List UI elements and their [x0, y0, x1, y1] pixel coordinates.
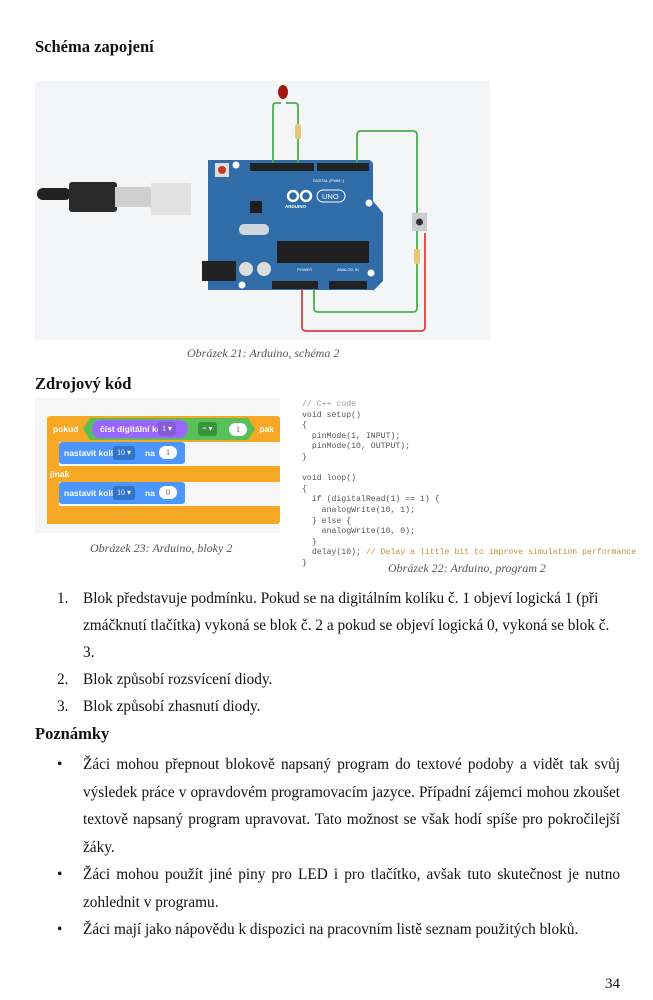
heading-source-code: Zdrojový kód: [35, 374, 132, 393]
to-label: na: [145, 488, 155, 498]
figure-caption-schema: Obrázek 21: Arduino, schéma 2: [187, 346, 340, 360]
step-item: 2. Blok způsobí rozsvícení diody.: [40, 666, 620, 693]
compare-value-input[interactable]: 1: [229, 423, 247, 436]
step-text: Blok způsobí zhasnutí diody.: [83, 698, 261, 715]
heading-schema: Schéma zapojení: [35, 37, 154, 56]
figure-caption-program: Obrázek 22: Arduino, program 2: [388, 561, 546, 575]
arduino-logo-icon: [286, 189, 346, 203]
step-item: 3. Blok způsobí zhasnutí diody.: [40, 693, 620, 720]
else-label: jinak: [50, 469, 70, 479]
code-line: }: [302, 452, 307, 462]
to-label: na: [145, 448, 155, 458]
step-number: 1.: [57, 590, 69, 607]
code-line: }: [302, 558, 307, 568]
red-wire: [301, 233, 426, 332]
steps-list: 1. Blok představuje podmínku. Pokud se na…: [40, 585, 620, 720]
code-delay-call: delay(10);: [302, 548, 366, 558]
code-line: pinMode(10, OUTPUT);: [302, 442, 411, 452]
then-label: pak: [259, 424, 274, 434]
set-value-input-2[interactable]: 0: [159, 486, 177, 499]
code-line: // C++ code: [302, 400, 357, 409]
code-line: analogWrite(10, 0);: [302, 527, 416, 537]
note-item: • Žáci mají jako nápovědu k dispozici na …: [40, 916, 620, 944]
set-pin-dropdown-2[interactable]: 10 ▾: [113, 486, 136, 500]
code-line: {: [302, 484, 307, 494]
code-line: } else {: [302, 516, 352, 526]
if-label: pokud: [53, 424, 79, 434]
power-label: POWER: [297, 267, 312, 272]
step-item: 1. Blok představuje podmínku. Pokud se na…: [40, 585, 620, 666]
code-line: if (digitalRead(1) == 1) {: [302, 495, 440, 505]
code-line: analogWrite(10, 1);: [302, 505, 416, 515]
note-text: Žáci mají jako nápovědu k dispozici na p…: [83, 921, 579, 938]
note-text: Žáci mohou přepnout blokově napsaný prog…: [83, 756, 620, 856]
code-line: pinMode(1, INPUT);: [302, 431, 401, 441]
pushbutton-icon: [412, 213, 427, 231]
arduino-brand-label: ARDUINO: [285, 204, 306, 209]
set-label: nastavit kolík: [64, 488, 118, 498]
if-block-footer: [47, 506, 280, 524]
note-text: Žáci mohou použít jiné piny pro LED i pr…: [83, 866, 620, 911]
code-line: ​: [302, 464, 632, 475]
note-item: • Žáci mohou použít jiné piny pro LED i p…: [40, 861, 620, 916]
uno-label: UNO: [322, 192, 339, 201]
step-text: Blok způsobí rozsvícení diody.: [83, 671, 273, 688]
code-line: }: [302, 537, 317, 547]
bullet-icon: •: [57, 756, 63, 773]
bullet-icon: •: [57, 866, 63, 883]
analog-label: ANALOG IN: [337, 267, 359, 272]
operator-dropdown[interactable]: = ▾: [198, 422, 217, 436]
block-code-figure: pokud pak číst digitální kolík 1 ▾ = ▾ 1…: [35, 398, 280, 533]
read-pin-dropdown[interactable]: 1 ▾: [158, 422, 177, 436]
set-pin-dropdown-1[interactable]: 10 ▾: [113, 446, 136, 460]
digital-label: DIGITAL (PWM~): [313, 178, 345, 183]
set-label: nastavit kolík: [64, 448, 118, 458]
arduino-board: [202, 160, 383, 291]
code-delay-comment: // Delay a little bit to improve simulat…: [365, 548, 637, 558]
note-item: • Žáci mohou přepnout blokově napsaný pro…: [40, 751, 620, 861]
circuit-diagram: UNO ARDUINO DIGITAL (PWM~) POWER ANALOG …: [37, 85, 427, 332]
code-line-delay: delay(10); // Delay a little bit to impr…: [302, 548, 636, 559]
figure-caption-blocks: Obrázek 23: Arduino, bloky 2: [90, 541, 233, 555]
heading-notes: Poznámky: [35, 724, 110, 743]
read-label: číst digitální kolík: [100, 424, 172, 434]
bullet-icon: •: [57, 921, 63, 938]
circuit-schematic-figure: UNO ARDUINO DIGITAL (PWM~) POWER ANALOG …: [35, 81, 490, 340]
step-text: Blok představuje podmínku. Pokud se na d…: [83, 590, 610, 661]
else-block: jinak: [47, 466, 280, 482]
step-number: 2.: [57, 671, 69, 688]
if-block-arm: [47, 442, 59, 524]
code-line: void setup(): [302, 410, 361, 420]
led-icon: [272, 85, 301, 163]
code-line: void loop(): [302, 474, 357, 484]
step-number: 3.: [57, 698, 69, 715]
notes-list: • Žáci mohou přepnout blokově napsaný pro…: [40, 751, 620, 944]
set-value-input-1[interactable]: 1: [159, 446, 177, 459]
code-line: {: [302, 421, 307, 431]
resistor-icon: [414, 249, 420, 264]
usb-cable-icon: [37, 182, 191, 215]
page-number: 34: [605, 976, 620, 992]
